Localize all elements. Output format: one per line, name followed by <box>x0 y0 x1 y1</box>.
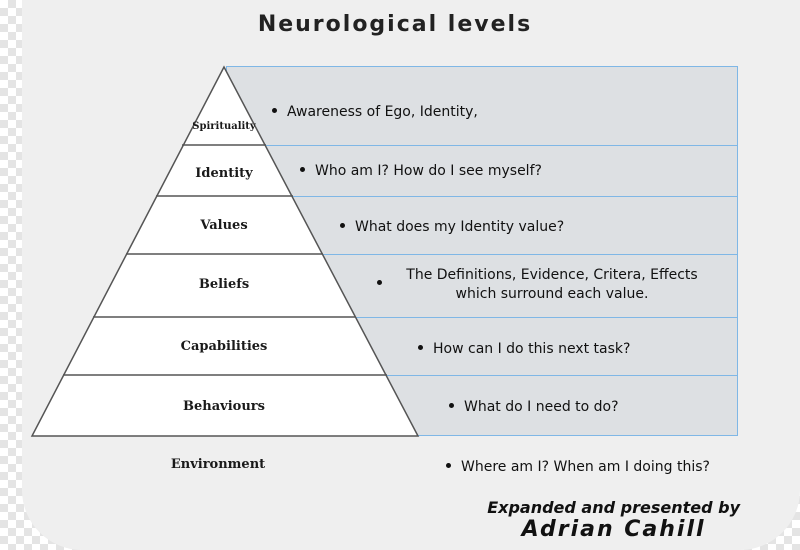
level-label-identity: Identity <box>195 166 253 181</box>
level-description: Where am I? When am I doing this? <box>446 458 710 477</box>
bullet-icon <box>418 344 423 350</box>
level-description: What do I need to do? <box>449 398 619 417</box>
author-name: Adrian Cahill <box>521 517 706 542</box>
bullet-icon <box>449 402 454 408</box>
level-description: Awareness of Ego, Identity, <box>272 103 478 122</box>
level-description-text: which surround each value. <box>455 286 649 302</box>
level-description-multiline: The Definitions, Evidence, Critera, Effe… <box>390 266 714 304</box>
level-label-values: Values <box>200 218 248 233</box>
level-description-text: Who am I? How do I see myself? <box>315 163 542 179</box>
bullet-icon <box>300 166 305 172</box>
row-divider <box>226 196 738 197</box>
bullet-icon <box>377 279 382 285</box>
row-divider <box>226 145 738 146</box>
level-description-text: How can I do this next task? <box>433 341 631 357</box>
level-label-capabilities: Capabilities <box>180 339 268 354</box>
level-description-text: Where am I? When am I doing this? <box>461 459 710 475</box>
bullet-icon <box>446 462 451 468</box>
level-label-environment: Environment <box>170 457 266 472</box>
level-label-behaviours: Behaviours <box>183 399 265 414</box>
level-label-spirituality: Spirituality <box>192 121 256 132</box>
bullet-icon <box>272 107 277 113</box>
level-description: What does my Identity value? <box>340 218 564 237</box>
level-description: How can I do this next task? <box>418 340 630 359</box>
credit-line: Expanded and presented by <box>487 498 740 517</box>
diagram-title: Neurological levels <box>257 12 533 37</box>
level-label-beliefs: Beliefs <box>198 277 250 292</box>
row-divider <box>226 317 738 318</box>
level-description: Who am I? How do I see myself? <box>300 162 542 181</box>
row-divider <box>226 254 738 255</box>
row-divider <box>226 375 738 376</box>
level-description-text: The Definitions, Evidence, Critera, Effe… <box>406 267 698 283</box>
level-description-text: What do I need to do? <box>464 399 619 415</box>
pyramid-outline <box>30 65 420 437</box>
bullet-icon <box>340 222 345 228</box>
author-credit: Expanded and presented by Adrian Cahill <box>487 498 740 542</box>
level-description <box>377 275 392 294</box>
level-description-text: What does my Identity value? <box>355 219 565 235</box>
level-description-text: Awareness of Ego, Identity, <box>287 104 478 120</box>
